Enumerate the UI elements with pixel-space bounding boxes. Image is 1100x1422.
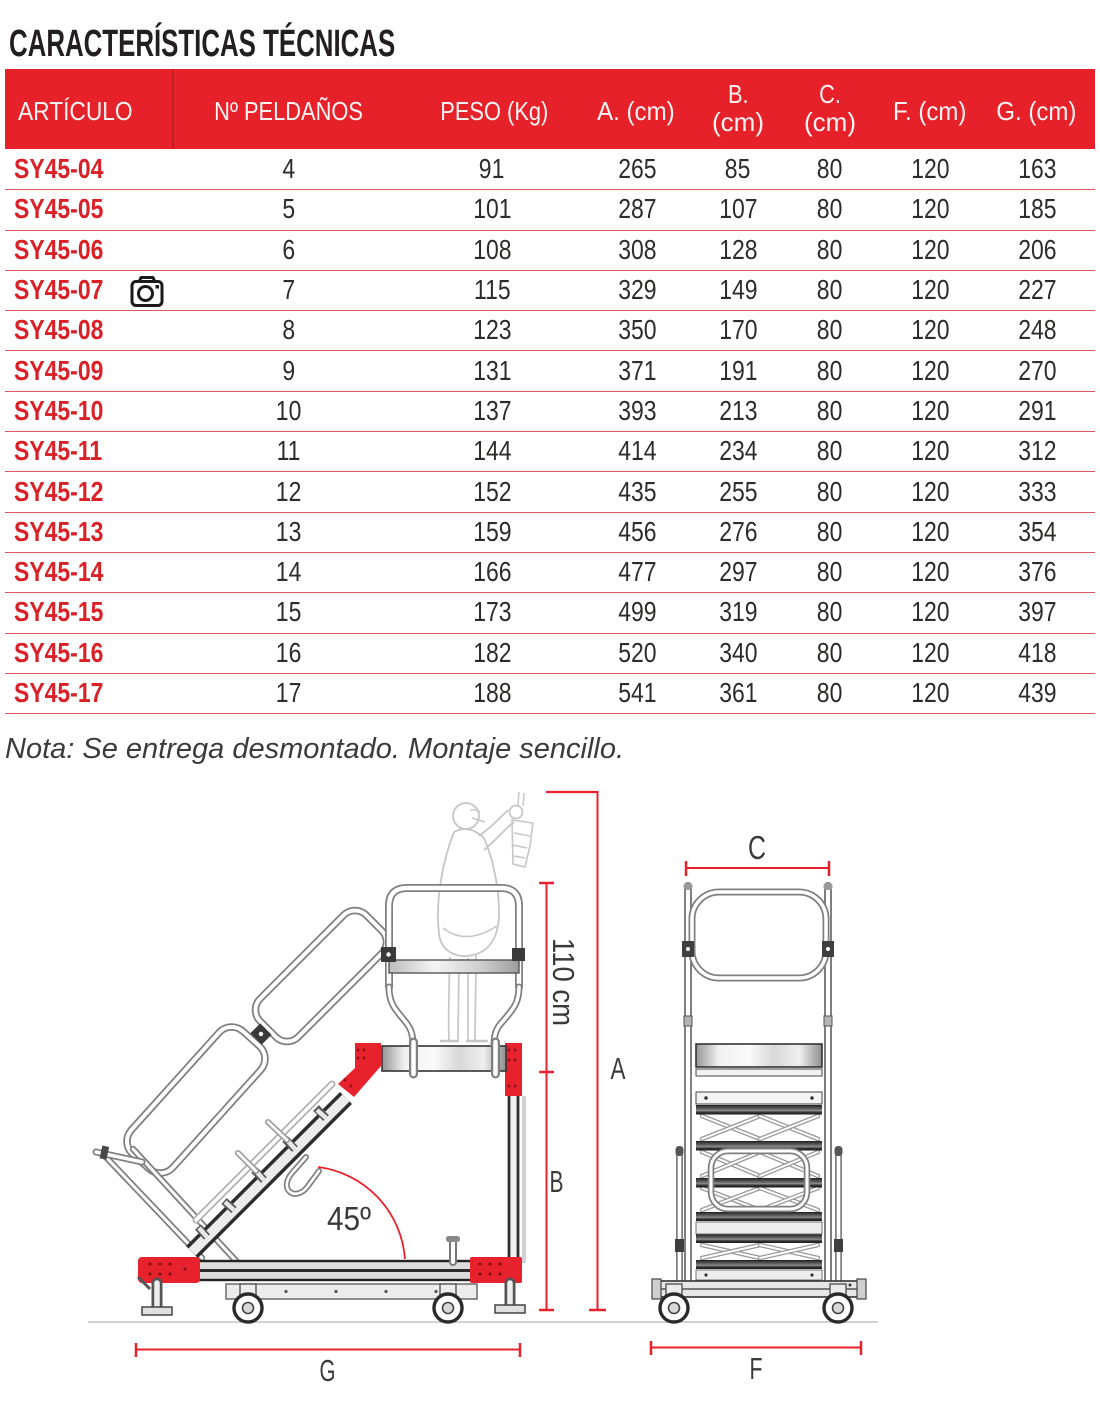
svg-text:G: G — [320, 1353, 336, 1388]
svg-text:F: F — [750, 1351, 763, 1386]
svg-text:C: C — [748, 829, 766, 866]
svg-text:110 cm: 110 cm — [546, 938, 581, 1026]
svg-text:B: B — [550, 1164, 564, 1199]
svg-text:A: A — [611, 1051, 626, 1086]
svg-text:45º: 45º — [327, 1200, 371, 1237]
